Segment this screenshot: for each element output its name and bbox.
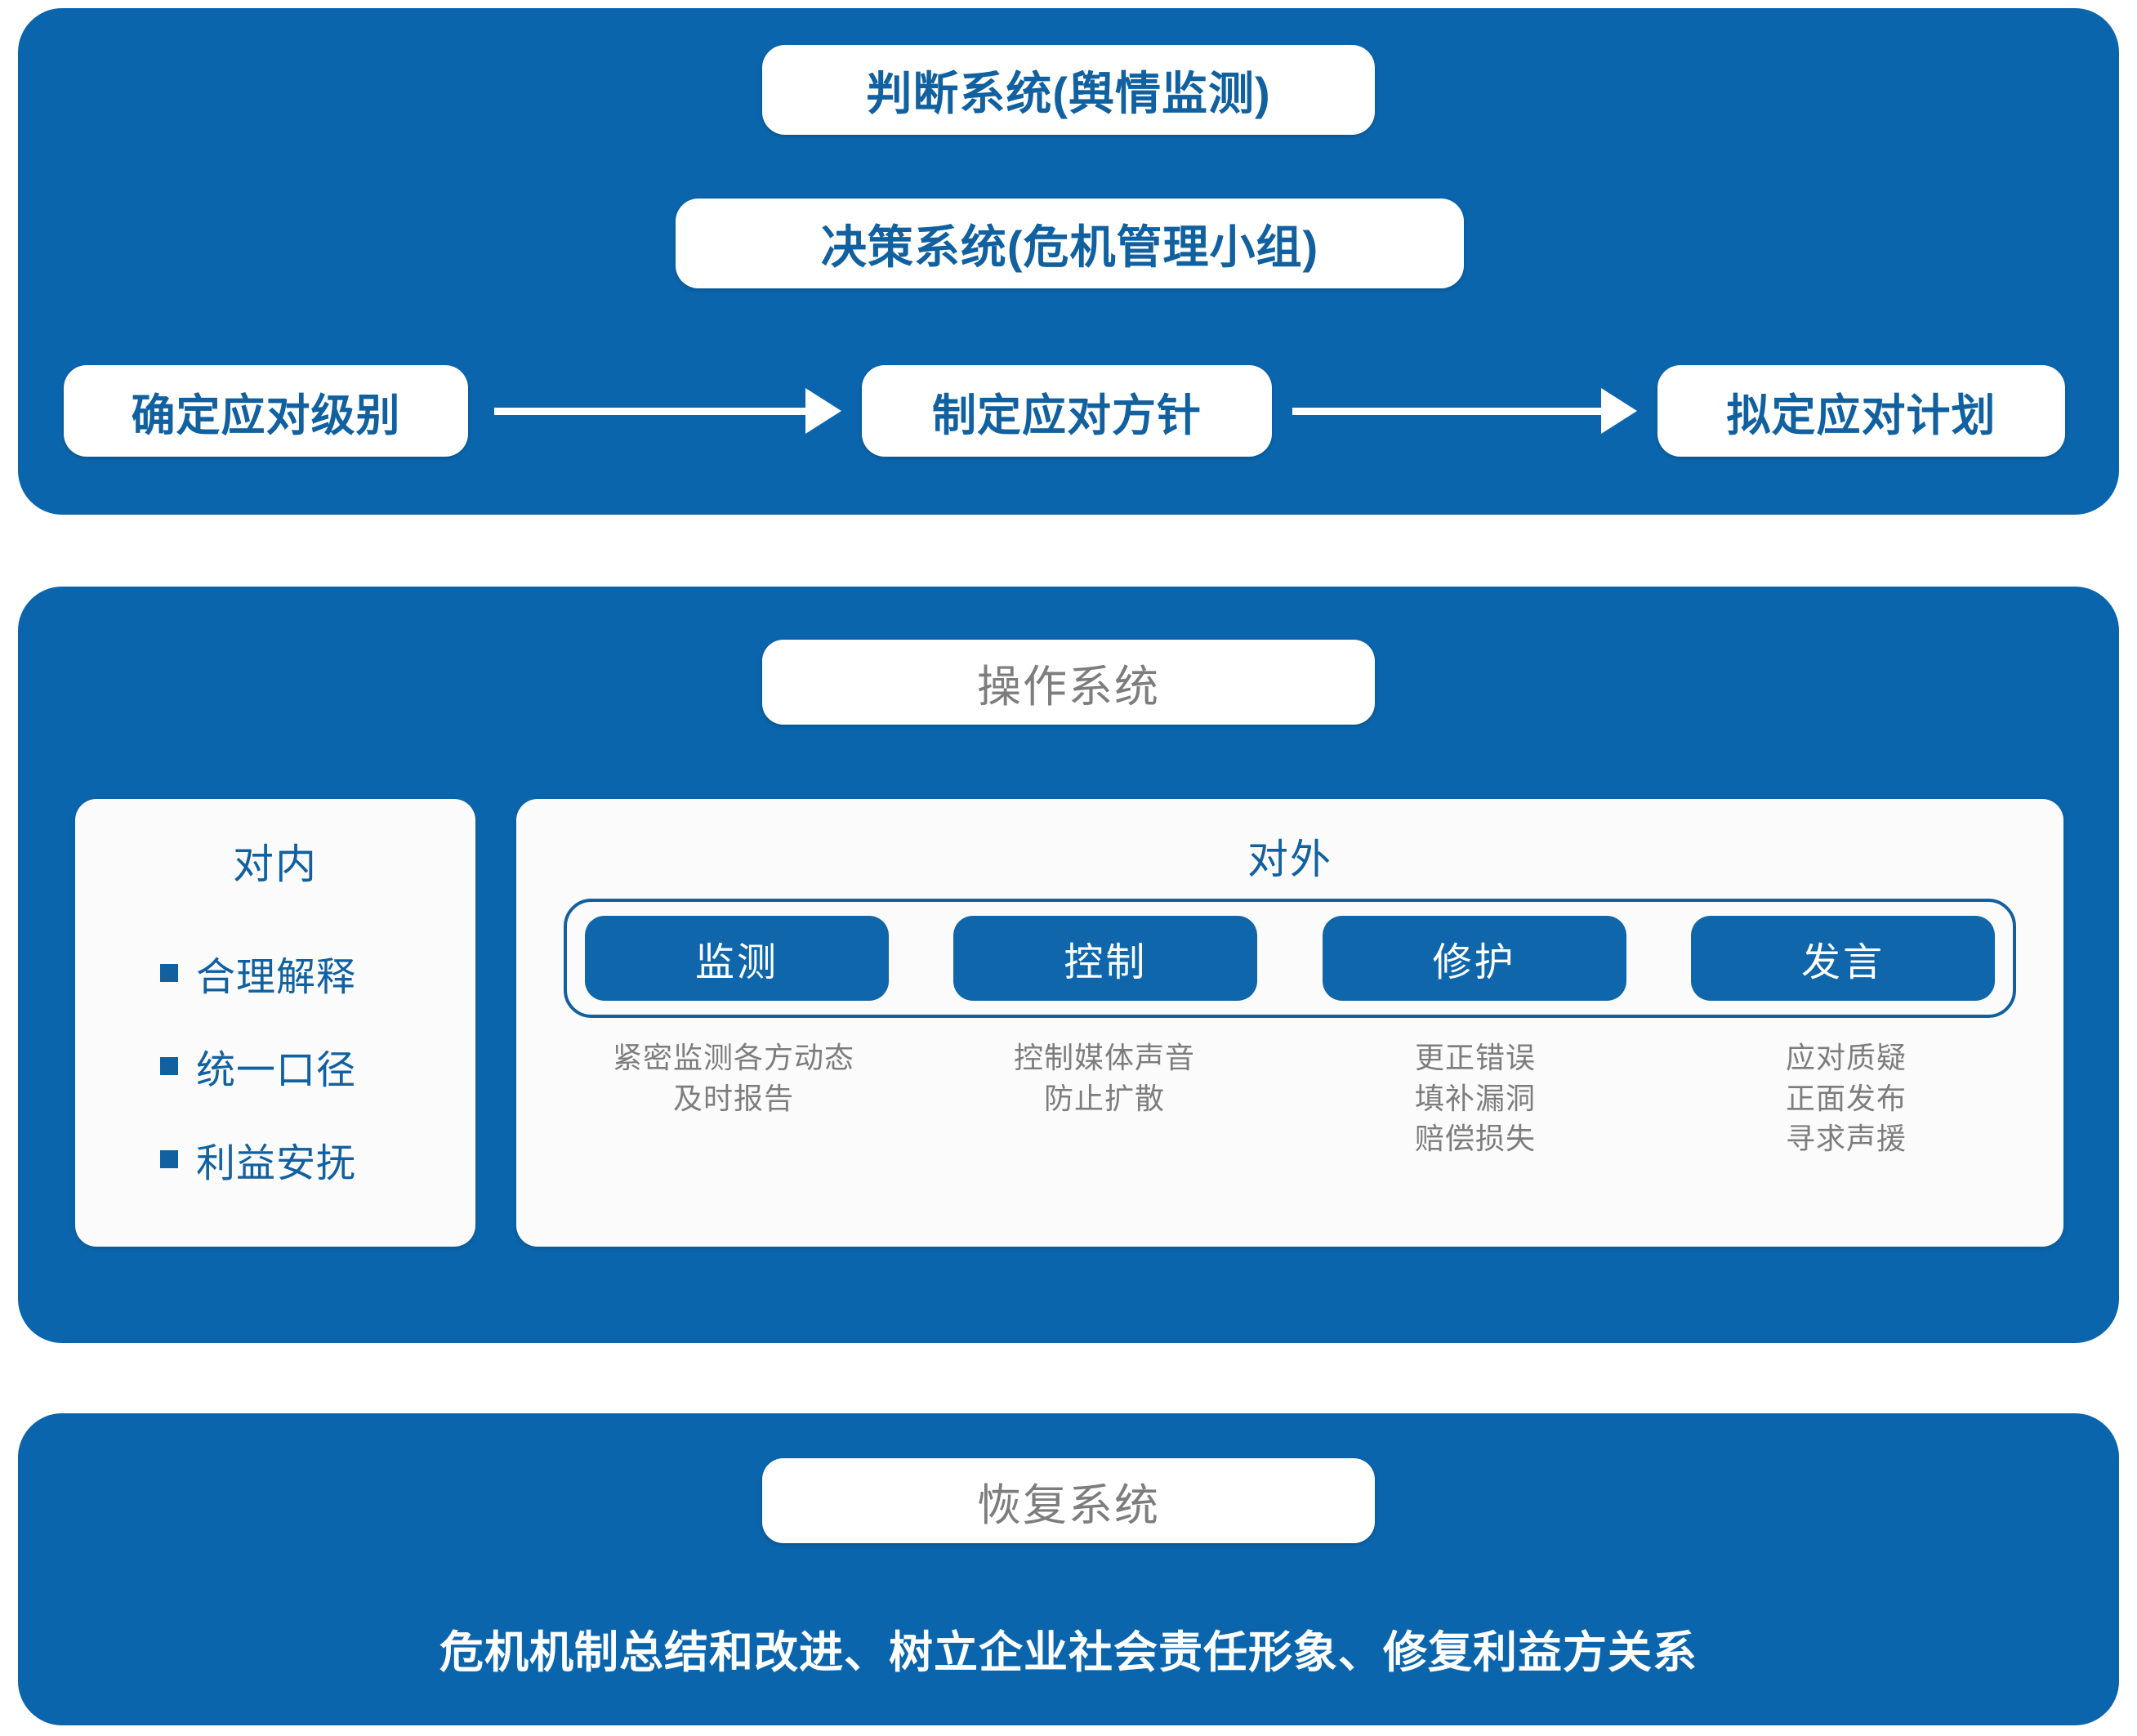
internal-card: 对内 合理解释 统一口径 利益安抚: [75, 799, 475, 1247]
pill-label: 发言: [1800, 941, 1885, 984]
list-item: 合理解释: [160, 944, 475, 1002]
recovery-system-label: 恢复系统: [977, 1480, 1160, 1530]
external-pill-control[interactable]: 控制: [953, 916, 1258, 1001]
flow-step-label: 制定应对方针: [932, 390, 1202, 440]
internal-list: 合理解释 统一口径 利益安抚: [75, 944, 475, 1188]
operation-system-card[interactable]: 操作系统: [762, 640, 1375, 725]
external-description-control: 控制媒体声音防止扩散: [1013, 1041, 1195, 1115]
judgement-system-card[interactable]: 判断系统(舆情监测): [762, 45, 1375, 135]
arrow-shaft: [494, 407, 805, 415]
list-item: 利益安抚: [160, 1131, 475, 1188]
external-description-row: 紧密监测各方动态及时报告 控制媒体声音防止扩散 更正错误填补漏洞赔偿损失 应对质…: [564, 1038, 2016, 1159]
arrow-shaft: [1292, 407, 1601, 415]
arrow-right-icon-2: [1292, 388, 1637, 434]
flow-step-label: 拟定应对计划: [1726, 390, 1996, 440]
list-item: 统一口径: [160, 1038, 475, 1095]
flow-step-formulate-policy[interactable]: 制定应对方针: [862, 365, 1272, 457]
recovery-summary-text: 危机机制总结和改进、树立企业社会责任形象、修复利益方关系: [439, 1628, 1698, 1677]
flow-step-draft-plan[interactable]: 拟定应对计划: [1657, 365, 2065, 457]
recovery-system-card[interactable]: 恢复系统: [762, 1458, 1375, 1543]
external-pill-monitor[interactable]: 监测: [585, 916, 889, 1001]
operation-system-label: 操作系统: [977, 662, 1160, 712]
arrow-head: [805, 388, 841, 434]
internal-title: 对内: [233, 841, 318, 887]
internal-item-label: 合理解释: [196, 956, 357, 999]
external-description-repair: 更正错误填补漏洞赔偿损失: [1414, 1041, 1536, 1156]
internal-item-label: 统一口径: [196, 1049, 357, 1092]
external-title: 对外: [1247, 837, 1332, 882]
decision-system-card[interactable]: 决策系统(危机管理小组): [676, 199, 1464, 288]
bullet-square-icon: [160, 964, 178, 982]
pill-label: 监测: [694, 941, 779, 984]
internal-item-label: 利益安抚: [196, 1142, 357, 1185]
pill-label: 控制: [1064, 941, 1148, 984]
bullet-square-icon: [160, 1057, 178, 1075]
pill-label: 修护: [1432, 941, 1516, 984]
flow-step-label: 确定应对级别: [131, 390, 401, 440]
external-card: 对外 监测 控制 修护 发言 紧密监测各方动态及时报告 控制媒体声音防止扩散 更…: [516, 799, 2063, 1247]
external-pill-repair[interactable]: 修护: [1322, 916, 1626, 1001]
external-description-speak: 应对质疑正面发布寻求声援: [1785, 1041, 1907, 1156]
decision-system-label: 决策系统(危机管理小组): [820, 221, 1319, 273]
arrow-head: [1601, 388, 1637, 434]
bullet-square-icon: [160, 1150, 178, 1168]
flow-step-determine-level[interactable]: 确定应对级别: [64, 365, 468, 457]
judgement-system-label: 判断系统(舆情监测): [866, 67, 1271, 119]
external-pill-rail: 监测 控制 修护 发言: [564, 899, 2016, 1018]
external-pill-speak[interactable]: 发言: [1690, 916, 1995, 1001]
arrow-right-icon-1: [494, 388, 841, 434]
external-description-monitor: 紧密监测各方动态及时报告: [612, 1041, 854, 1115]
